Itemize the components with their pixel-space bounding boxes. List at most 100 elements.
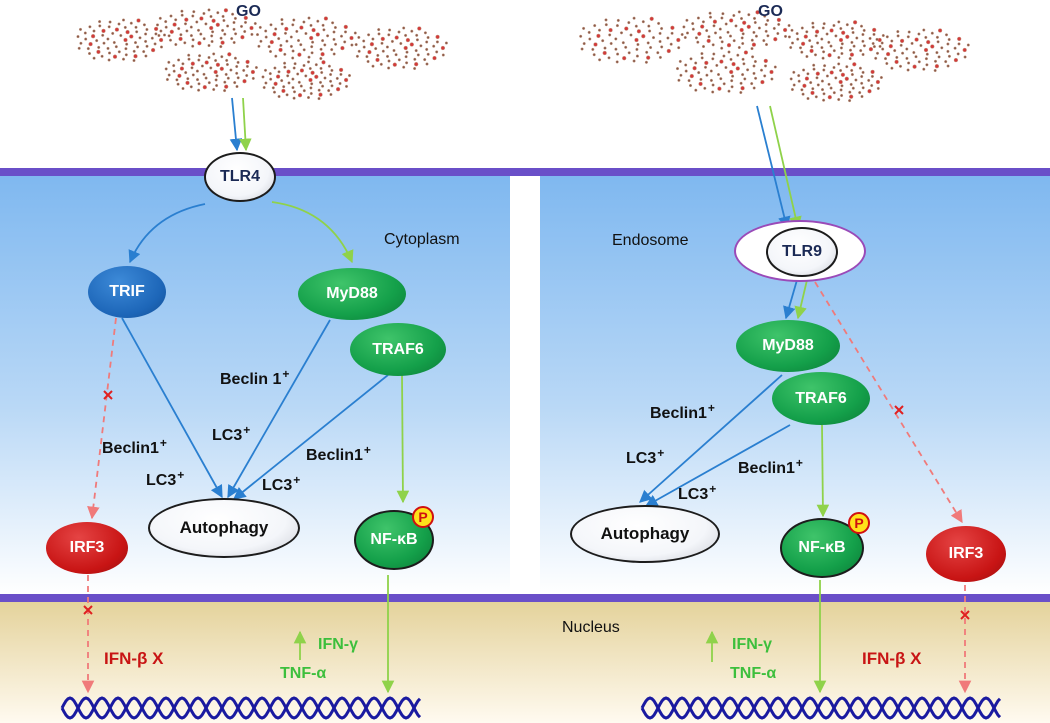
tnf-alpha-left: TNF-α (280, 665, 327, 682)
x-mark-trif-irf3 (103, 390, 113, 400)
nucleus-region (0, 600, 1050, 723)
cytoplasm-label: Cytoplasm (384, 231, 460, 248)
lc3-label-left-b: LC3+ (146, 469, 184, 489)
graphene-oxide-sheet (261, 60, 352, 101)
graphene-oxide-sheet (255, 16, 357, 61)
plasma-membrane (0, 168, 1050, 176)
x-mark-tlr9-irf3 (894, 405, 904, 415)
phospho-badge-left: P (412, 506, 434, 528)
endosome-label: Endosome (612, 232, 689, 249)
graphene-oxide-sheet (354, 26, 448, 71)
plus-sign: + (657, 446, 665, 460)
beclin-label-right-a: Beclin1+ (650, 402, 715, 422)
plus-sign: + (243, 423, 251, 437)
graphene-oxide-sheets (76, 8, 970, 103)
tlr4-to-myd88 (271, 201, 354, 264)
lc3-text-left-a: LC3 (212, 427, 243, 444)
tlr4-label: TLR4 (220, 168, 260, 185)
graphene-oxide-sheet (155, 8, 257, 49)
left-block-marks (83, 390, 113, 615)
x-mark-irf3-dna (83, 605, 93, 615)
traf6-label-right: TRAF6 (795, 389, 847, 407)
trif-node: TRIF (88, 266, 166, 318)
autophagy-label-left: Autophagy (179, 518, 269, 537)
irf3-node-right: IRF3 (926, 526, 1006, 582)
tlr4-to-trif (128, 203, 206, 264)
dna-helices (60, 696, 1002, 720)
traf6-to-autophagy (644, 424, 791, 507)
lc3-label-left-a: LC3+ (212, 424, 250, 444)
irf3-label-right: IRF3 (948, 545, 984, 562)
dna-strand (60, 696, 422, 720)
dna-helix-right (640, 696, 1002, 720)
plus-sign: + (795, 456, 803, 470)
tnf-alpha-right: TNF-α (730, 665, 777, 682)
right-arrows (639, 105, 972, 694)
nfkb-label-right: NF-κB (798, 539, 846, 556)
lc3-text-right-a: LC3 (626, 450, 657, 467)
plus-sign: + (363, 443, 371, 457)
graphene-oxide-sheet (789, 62, 883, 103)
lc3-label-right-a: LC3+ (626, 447, 664, 467)
plus-sign: + (293, 473, 301, 487)
traf6-to-nfkb (816, 424, 830, 518)
beclin-text-left-a: Beclin 1 (220, 371, 282, 388)
beclin-text-left-c: Beclin1 (306, 447, 363, 464)
beclin-label-left-b: Beclin1+ (102, 437, 167, 457)
graphene-oxide-sheet (76, 18, 167, 63)
beclin-label-left-c: Beclin1+ (306, 444, 371, 464)
tlr9-label: TLR9 (782, 243, 822, 260)
autophagy-label-right: Autophagy (600, 524, 690, 543)
graphene-oxide-sheet (164, 52, 258, 93)
myd88-label-left: MyD88 (326, 285, 378, 302)
graphene-oxide-sheet (787, 20, 885, 61)
tlr9-to-myd88-blue (783, 279, 798, 320)
nucleus-label: Nucleus (562, 619, 620, 636)
plus-sign: + (707, 401, 715, 415)
irf3-node-left: IRF3 (46, 522, 128, 574)
traf6-node-left: TRAF6 (350, 323, 446, 376)
traf6-to-nfkb (396, 374, 410, 504)
myd88-node-right: MyD88 (736, 320, 840, 372)
dna-helix-left (60, 696, 422, 720)
ifn-beta-right: IFN-β X (862, 649, 922, 668)
myd88-node-left: MyD88 (298, 268, 406, 320)
phospho-badge-right: P (848, 512, 870, 534)
myd88-to-autophagy (227, 319, 331, 499)
trif-to-irf3-dashed (87, 317, 117, 520)
plus-sign: + (177, 468, 185, 482)
nuclear-membrane (0, 594, 1050, 602)
lc3-text-left-c: LC3 (262, 477, 293, 494)
graphene-oxide-sheet (579, 16, 684, 64)
ifn-gamma-right: IFN-γ (732, 636, 772, 653)
autophagy-node-left: Autophagy (148, 498, 300, 558)
go-to-tlr4-blue (229, 97, 243, 152)
trif-to-autophagy (121, 317, 223, 499)
traf6-to-autophagy (233, 374, 389, 500)
go-to-tlr4-green (239, 97, 252, 152)
myd88-label-right: MyD88 (762, 337, 814, 354)
graphene-oxide-sheet (682, 10, 791, 51)
beclin-text-left-b: Beclin1 (102, 440, 159, 457)
plus-sign: + (282, 367, 290, 381)
left-arrows (81, 97, 410, 694)
plus-sign: + (709, 482, 717, 496)
traf6-label-left: TRAF6 (372, 340, 424, 358)
beclin-label-left-a: Beclin 1+ (220, 368, 289, 388)
myd88-to-autophagy (639, 374, 783, 503)
dna-strand (60, 696, 422, 720)
beclin-text-right-a: Beclin1 (650, 405, 707, 422)
dna-strand (640, 696, 1002, 720)
panel-divider (510, 176, 540, 594)
lc3-label-left-c: LC3+ (262, 474, 300, 494)
lc3-label-right-b: LC3+ (678, 483, 716, 503)
graphene-oxide-sheet (675, 50, 777, 95)
ifn-beta-left: IFN-β X (104, 649, 164, 668)
go-to-tlr9-blue (756, 105, 791, 230)
right-block-marks (894, 405, 970, 620)
lc3-text-right-b: LC3 (678, 486, 709, 503)
dna-strand (640, 696, 1002, 720)
x-mark-irf3-dna (960, 610, 970, 620)
